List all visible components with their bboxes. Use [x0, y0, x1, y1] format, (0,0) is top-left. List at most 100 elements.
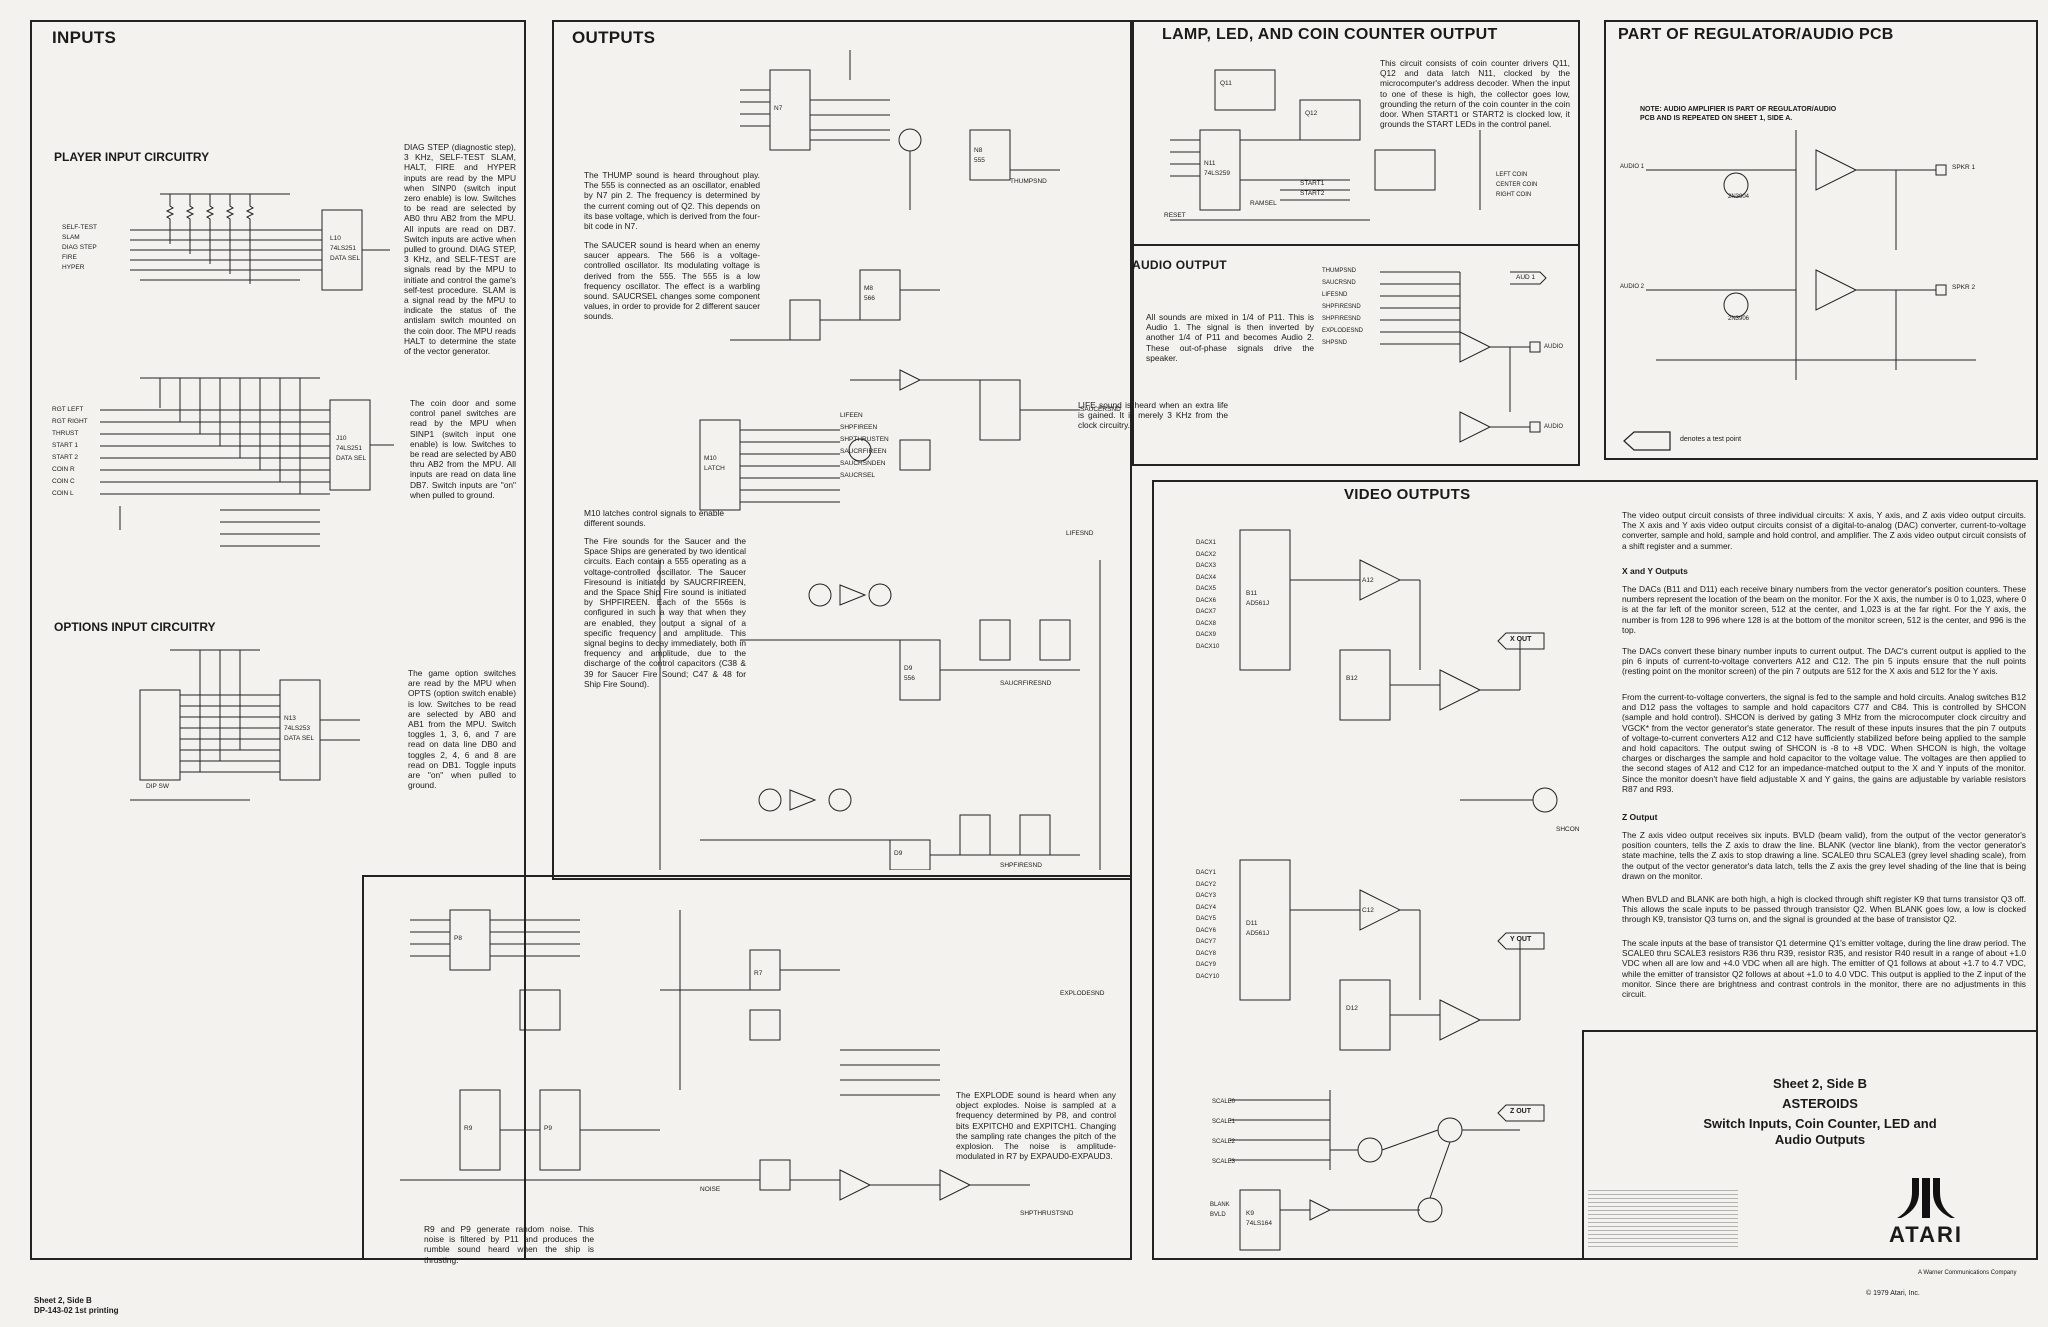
- coin-labels: RGT LEFT RGT RIGHT THRUST START 1 START …: [52, 404, 88, 500]
- z-text-3: The scale inputs at the base of transist…: [1622, 938, 2026, 1000]
- svg-text:Q12: Q12: [1305, 110, 1318, 117]
- xy-text-1: The DACs (B11 and D11) each receive bina…: [1622, 584, 2026, 635]
- footer-sheet: Sheet 2, Side B: [34, 1296, 92, 1305]
- test-point-icon: [1622, 430, 1672, 452]
- signal-saucrfiresnd: SAUCRFIRESND: [1000, 680, 1052, 687]
- audio-in-1: SAUCRSND: [1322, 280, 1356, 286]
- player-input-text: DIAG STEP (diagnostic step), 3 KHz, SELF…: [404, 142, 516, 357]
- fire-text: The Fire sounds for the Saucer and the S…: [584, 536, 746, 689]
- coin-label-3: START 1: [52, 442, 79, 449]
- fine-print-block: [1588, 1190, 1738, 1250]
- svg-text:P8: P8: [454, 935, 462, 942]
- signal-shpthrusten: SHPTHRUSTEN: [840, 436, 889, 443]
- xy-text-2: The DACs convert these binary number inp…: [1622, 646, 2026, 677]
- outputs-panel: [552, 20, 1132, 880]
- player-label-2: DIAG STEP: [62, 244, 97, 251]
- signal-shpfireen: SHPFIREEN: [840, 424, 878, 431]
- signal-saucrsel: SAUCRSEL: [840, 472, 876, 479]
- svg-text:N13: N13: [284, 715, 296, 722]
- lamp-left-coin: LEFT COIN: [1496, 172, 1528, 178]
- dac-x-8: DACX9: [1196, 632, 1217, 638]
- signal-lifesnd: LIFESND: [1066, 530, 1094, 537]
- svg-text:M8: M8: [864, 285, 873, 292]
- svg-text:556: 556: [904, 675, 915, 682]
- z-heading: Z Output: [1622, 812, 1658, 822]
- m10-text: M10 latches control signals to enable di…: [584, 508, 724, 529]
- svg-text:74LS251: 74LS251: [336, 445, 362, 452]
- svg-text:B12: B12: [1346, 675, 1358, 682]
- audio-in-4: SHPFIRESND: [1322, 316, 1361, 322]
- audio-tp2: AUDIO: [1544, 424, 1564, 430]
- dac-y-5: DACY6: [1196, 927, 1217, 934]
- svg-text:AD561J: AD561J: [1246, 600, 1269, 607]
- test-point-legend: denotes a test point: [1680, 436, 1742, 443]
- explode-text: The EXPLODE sound is heard when any obje…: [956, 1090, 1116, 1162]
- inputs-title: INPUTS: [52, 28, 117, 47]
- svg-text:N7: N7: [774, 105, 783, 112]
- regulator-title: PART OF REGULATOR/AUDIO PCB: [1618, 26, 1894, 43]
- scale-labels: SCALE0 SCALE1 SCALE2 SCALE3: [1212, 1092, 1235, 1172]
- lamp-reset: RESET: [1164, 212, 1186, 219]
- svg-text:R9: R9: [464, 1125, 473, 1132]
- svg-text:DATA SEL: DATA SEL: [336, 455, 366, 462]
- svg-text:L10: L10: [330, 235, 341, 242]
- coin-label-2: THRUST: [52, 430, 79, 437]
- dac-y-labels: DACY1 DACY2 DACY3 DACY4 DACY5 DACY6 DACY…: [1196, 868, 1219, 983]
- svg-text:74LS253: 74LS253: [284, 725, 310, 732]
- z-bvld: BVLD: [1210, 1212, 1226, 1218]
- footer-printing: DP-143-02 1st printing: [34, 1306, 119, 1315]
- dac-y-2: DACY3: [1196, 893, 1217, 899]
- dac-y-8: DACY9: [1196, 962, 1217, 968]
- signal-saucrsnden: SAUCRSNDEN: [840, 460, 886, 467]
- svg-text:N8: N8: [974, 147, 983, 154]
- scale-2: SCALE2: [1212, 1139, 1236, 1145]
- z-blank: BLANK: [1210, 1202, 1230, 1208]
- dac-x-0: DACX1: [1196, 540, 1217, 546]
- dac-y-0: DACY1: [1196, 870, 1217, 876]
- lamp-text: This circuit consists of coin counter dr…: [1380, 58, 1570, 130]
- signal-saucersnd: SAUCERSND: [1080, 406, 1121, 413]
- xy-text-3: From the current-to-voltage converters, …: [1622, 692, 2026, 794]
- svg-text:B11: B11: [1246, 590, 1257, 597]
- svg-text:Q11: Q11: [1220, 80, 1232, 87]
- regulator-note: NOTE: AUDIO AMPLIFIER IS PART OF REGULAT…: [1640, 106, 1837, 122]
- svg-text:K9: K9: [1246, 1210, 1254, 1217]
- svg-text:DIP SW: DIP SW: [146, 783, 170, 790]
- life-text: LIFE sound is heard when an extra life i…: [1078, 400, 1228, 431]
- svg-text:P9: P9: [544, 1125, 552, 1132]
- player-input-heading: PLAYER INPUT CIRCUITRY: [54, 150, 210, 164]
- svg-text:74LS164: 74LS164: [1246, 1220, 1272, 1227]
- svg-text:D11: D11: [1246, 920, 1258, 927]
- y-out-label: Y OUT: [1510, 936, 1532, 943]
- signal-shpthrustsnd: SHPTHRUSTSND: [1020, 1210, 1074, 1217]
- svg-text:LATCH: LATCH: [704, 465, 725, 472]
- regulator-spkr1: SPKR 1: [1952, 164, 1976, 171]
- svg-text:N11: N11: [1204, 160, 1216, 167]
- atari-fuji-logo: [1897, 1178, 1955, 1218]
- lamp-panel: [1132, 20, 1580, 246]
- dac-y-3: DACY4: [1196, 904, 1217, 911]
- dac-x-1: DACX2: [1196, 551, 1217, 558]
- video-intro: The video output circuit consists of thr…: [1622, 510, 2026, 551]
- dac-x-4: DACX5: [1196, 586, 1217, 592]
- lamp-start2: START2: [1300, 190, 1325, 197]
- atari-wordmark: ATARI: [1889, 1222, 1963, 1247]
- dac-y-1: DACY2: [1196, 881, 1217, 888]
- coin-label-1: RGT RIGHT: [52, 418, 88, 425]
- x-out-tag-icon: [1496, 632, 1546, 650]
- regulator-audio2: AUDIO 2: [1620, 284, 1645, 290]
- dac-x-9: DACX10: [1196, 643, 1220, 650]
- audio-title: AUDIO OUTPUT: [1132, 258, 1227, 272]
- signal-explodesnd: EXPLODESND: [1060, 990, 1105, 997]
- lamp-center-coin: CENTER COIN: [1496, 182, 1538, 188]
- warner-credit: A Warner Communications Company: [1918, 1270, 2017, 1276]
- signal-lifeen: LIFEEN: [840, 412, 863, 419]
- dac-x-7: DACX8: [1196, 620, 1217, 627]
- svg-text:M10: M10: [704, 455, 717, 462]
- dac-x-5: DACX6: [1196, 597, 1217, 604]
- audio-in-2: LIFESND: [1322, 292, 1348, 298]
- options-input-text: The game option switches are read by the…: [408, 668, 516, 791]
